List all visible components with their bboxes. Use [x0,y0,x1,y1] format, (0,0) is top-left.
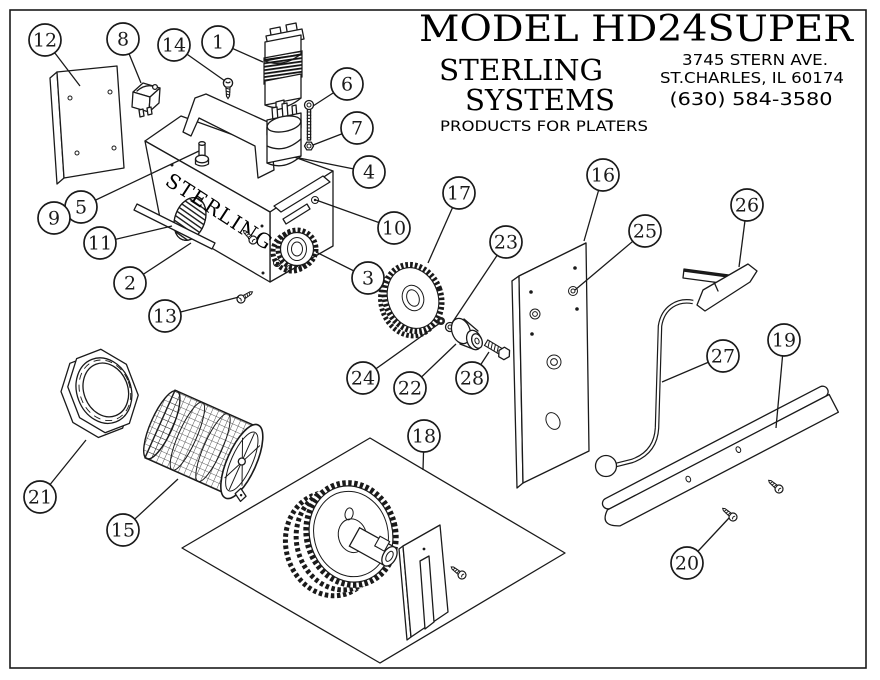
model-title: MODEL HD24SUPER [419,9,854,50]
callout-26: 26 [730,188,764,268]
svg-text:12: 12 [33,30,57,52]
bar-screw-1 [765,476,786,496]
callout-8: 8 [106,22,142,84]
callout-11: 11 [83,225,173,260]
callout-17: 17 [427,176,476,264]
callout-9: 9 [37,201,71,235]
clamp-part [682,263,758,312]
svg-text:5: 5 [75,197,87,219]
svg-text:9: 9 [48,208,60,230]
svg-text:10: 10 [382,218,406,240]
svg-text:1: 1 [212,32,224,54]
svg-text:16: 16 [591,165,615,187]
svg-text:3: 3 [362,268,374,290]
strip-part [133,203,216,250]
mounting-plate-part [511,242,590,489]
drawing-frame [9,9,867,669]
housing-handle [182,93,275,179]
company-name-line2: SYSTEMS [465,83,615,117]
svg-text:26: 26 [735,195,759,217]
phone-number: (630) 584-3580 [670,89,833,110]
slotted-bracket-part [398,524,449,641]
callout-3: 3 [315,251,385,295]
callout-13: 13 [148,296,240,333]
bushing-part [450,317,484,351]
anode-bar-part [601,385,840,527]
company-name-line1: STERLING [439,53,603,87]
company-tagline: PRODUCTS FOR PLATERS [440,119,648,135]
svg-text:22: 22 [398,378,422,400]
callout-16: 16 [583,158,620,242]
svg-text:23: 23 [494,232,518,254]
hook-rod-part [594,299,694,478]
callout-14: 14 [157,28,226,82]
rod-ball-end [594,454,618,478]
screw-part-13 [234,287,256,306]
svg-text:17: 17 [447,183,471,205]
svg-text:20: 20 [675,553,699,575]
address-line1: 3745 STERN AVE. [682,51,828,69]
svg-text:19: 19 [772,330,796,352]
svg-text:11: 11 [88,233,112,255]
callout-22: 22 [393,343,457,405]
svg-text:4: 4 [363,162,375,184]
callout-15: 15 [106,478,179,547]
svg-text:21: 21 [28,487,52,509]
callout-18: 18 [407,419,441,471]
callout-19: 19 [767,323,801,429]
callout-21: 21 [23,439,87,514]
screw-part-14 [222,77,234,100]
svg-text:15: 15 [111,520,135,542]
callout-25: 25 [574,214,662,291]
svg-text:2: 2 [124,273,136,295]
mesh-basket-part [143,389,264,503]
callout-20: 20 [670,517,730,580]
svg-text:14: 14 [162,35,186,57]
ring-nut-part [60,348,139,439]
switch-part [131,82,161,118]
gear-shaft [348,526,398,567]
svg-text:6: 6 [341,74,353,96]
svg-text:18: 18 [412,426,436,448]
svg-text:25: 25 [633,221,657,243]
callout-28: 28 [455,351,490,395]
svg-text:24: 24 [351,368,375,390]
callout-10: 10 [315,199,411,245]
svg-text:28: 28 [460,368,484,390]
bolt-part [303,99,315,141]
callout-24: 24 [346,322,441,395]
large-gear-part [282,480,399,599]
address-line2: ST.CHARLES, IL 60174 [660,69,844,87]
svg-text:7: 7 [351,118,363,140]
callout-1: 1 [201,25,264,63]
receptacle-part [266,102,302,167]
svg-text:27: 27 [711,346,735,368]
housing-part: STERLING [133,93,334,283]
callout-6: 6 [312,67,364,107]
callout-27: 27 [661,339,740,383]
callout-23: 23 [451,225,523,324]
svg-text:8: 8 [117,29,129,51]
housing-gear-part [270,227,319,274]
bar-screw-2 [719,504,740,524]
callout-5: 5 [64,150,200,224]
callout-12: 12 [28,23,81,87]
callout-4: 4 [298,155,386,189]
motor-part [263,22,305,111]
callout-7: 7 [312,111,374,146]
callout-2: 2 [113,242,192,300]
housing-stud [194,141,210,167]
shoulder-screw-part [483,339,511,361]
cover-plate-part [49,65,125,185]
housing-front-face [144,140,271,283]
nut-part [303,141,315,151]
drive-gear-part [378,261,445,339]
svg-text:13: 13 [153,306,177,328]
title-block: MODEL HD24SUPER STERLING SYSTEMS PRODUCT… [419,9,854,135]
